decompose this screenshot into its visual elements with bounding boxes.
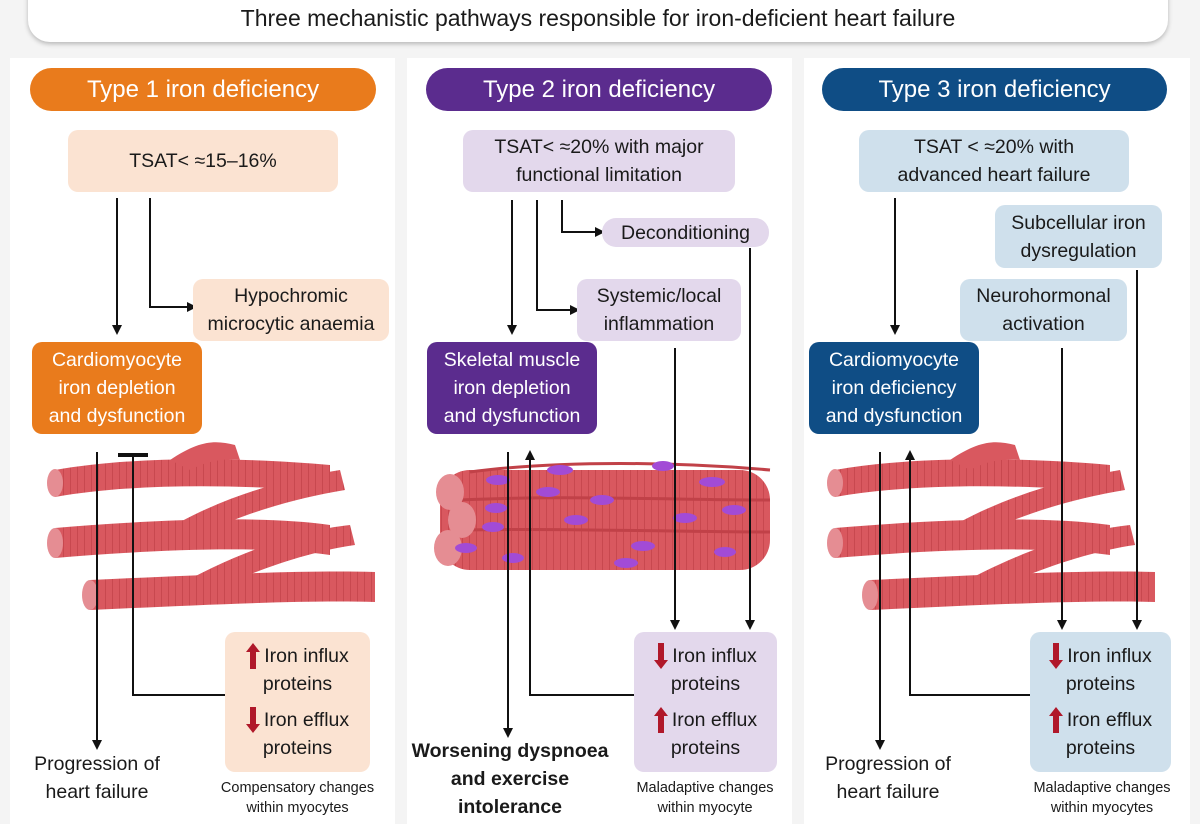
type3-header: Type 3 iron deficiency [822, 68, 1167, 111]
type2-influx-label2: proteins [670, 673, 741, 695]
type2-inflammation-box: Systemic/local inflammation [577, 279, 741, 341]
type1-efflux-row: Iron efflux [245, 706, 350, 734]
type1-tsat-text: TSAT< ≈15–16% [129, 150, 277, 172]
type1-cardio-line2: iron depletion [58, 377, 176, 399]
type2-inflammation-line1: Systemic/local [596, 285, 722, 307]
type3-cardiomyocyte-box: Cardiomyocyte iron deficiency and dysfun… [809, 342, 979, 434]
type3-outcome-line2: heart failure [836, 781, 940, 803]
type3-efflux-label: Iron efflux [1066, 709, 1153, 731]
type3-influx-row: Iron influx [1049, 642, 1152, 670]
type2-caption-line1: Maladaptive changes [636, 780, 774, 796]
muscle-fibres-type1-icon [47, 442, 375, 610]
type3-proteins-box: Iron influx proteins Iron efflux protein… [1030, 632, 1171, 772]
type2-caption-line2: within myocyte [657, 800, 753, 816]
type2-skeletal-line1: Skeletal muscle [443, 349, 581, 371]
type2-outcome-line2: and exercise [450, 768, 570, 790]
up-arrow-icon [246, 643, 261, 669]
type3-efflux-row: Iron efflux [1048, 706, 1153, 734]
type2-tsat-line1: TSAT< ≈20% with major [494, 136, 704, 158]
type2-skeletal-box: Skeletal muscle iron depletion and dysfu… [427, 342, 597, 434]
type1-anaemia-line1: Hypochromic [234, 285, 348, 307]
type2-outcome: Worsening dyspnoea and exercise intolera… [405, 737, 615, 821]
type1-cardio-line3: and dysfunction [48, 405, 186, 427]
type2-skeletal-line3: and dysfunction [443, 405, 581, 427]
type3-tsat-line2: advanced heart failure [897, 164, 1091, 186]
type1-outcome-line1: Progression of [34, 753, 160, 775]
type3-outcome-line1: Progression of [825, 753, 951, 775]
type1-efflux-label2: proteins [262, 737, 333, 759]
type2-efflux-label2: proteins [670, 737, 741, 759]
type1-outcome: Progression of heart failure [22, 750, 172, 806]
type1-caption: Compensatory changes within myocytes [200, 778, 395, 818]
type1-caption-line2: within myocytes [246, 800, 349, 816]
type2-efflux-row: Iron efflux [653, 706, 758, 734]
type3-subcellular-line2: dysregulation [1020, 239, 1137, 262]
type3-influx-label: Iron influx [1067, 645, 1152, 667]
type2-influx-label: Iron influx [672, 645, 757, 667]
type2-deconditioning-box: Deconditioning [602, 218, 769, 247]
type2-outcome-line1: Worsening dyspnoea [411, 740, 609, 762]
arrows-type2 [503, 200, 755, 738]
arrows-type3 [875, 198, 1142, 750]
type3-neuro-line2: activation [1002, 313, 1085, 335]
type2-inflammation-line2: inflammation [603, 313, 715, 335]
type1-cardiomyocyte-box: Cardiomyocyte iron depletion and dysfunc… [32, 342, 202, 434]
type3-neuro-box: Neurohormonal activation [960, 279, 1127, 341]
type3-subcellular-box: Subcellular iron dysregulation [995, 205, 1162, 268]
up-arrow-icon [1048, 707, 1063, 733]
type1-efflux-label: Iron efflux [263, 709, 350, 731]
type1-header: Type 1 iron deficiency [30, 68, 376, 111]
type2-proteins-box: Iron influx proteins Iron efflux protein… [634, 632, 777, 772]
type3-caption-line1: Maladaptive changes [1033, 780, 1171, 796]
type1-influx-label2: proteins [262, 673, 333, 695]
type3-outcome: Progression of heart failure [813, 750, 963, 806]
type3-tsat-box: TSAT < ≈20% with advanced heart failure [859, 130, 1129, 192]
arrows-type1 [92, 198, 225, 750]
type2-tsat-box: TSAT< ≈20% with major functional limitat… [463, 130, 735, 192]
type3-cardio-line3: and dysfunction [825, 405, 963, 427]
type2-header: Type 2 iron deficiency [426, 68, 772, 111]
type2-influx-row: Iron influx [654, 642, 757, 670]
type3-caption-line2: within myocytes [1050, 800, 1154, 816]
type1-caption-line1: Compensatory changes [220, 780, 375, 796]
type2-deconditioning-text: Deconditioning [620, 221, 750, 244]
type3-cardio-line2: iron deficiency [831, 377, 957, 399]
type1-tsat-box: TSAT< ≈15–16% [68, 130, 338, 192]
type1-anaemia-box: Hypochromic microcytic anaemia [193, 279, 389, 341]
figure-title: Three mechanistic pathways responsible f… [28, 0, 1168, 42]
type3-efflux-label2: proteins [1065, 737, 1136, 759]
type1-influx-label: Iron influx [264, 645, 349, 667]
type1-outcome-line2: heart failure [45, 781, 149, 803]
muscle-fibres-type3-icon [827, 442, 1155, 610]
type1-cardio-line1: Cardiomyocyte [51, 349, 183, 371]
down-arrow-icon [654, 643, 669, 669]
skeletal-muscle-bundle-icon [434, 461, 771, 570]
type3-tsat-line1: TSAT < ≈20% with [913, 136, 1075, 158]
type2-skeletal-line2: iron depletion [453, 377, 571, 399]
type2-efflux-label: Iron efflux [671, 709, 758, 731]
type1-influx-row: Iron influx [246, 642, 349, 670]
down-arrow-icon [1049, 643, 1064, 669]
type2-outcome-line3: intolerance [457, 796, 563, 818]
type1-anaemia-line2: microcytic anaemia [207, 313, 375, 335]
type2-tsat-line2: functional limitation [516, 164, 682, 186]
down-arrow-icon [245, 707, 260, 733]
type1-proteins-box: Iron influx proteins Iron efflux protein… [225, 632, 370, 772]
up-arrow-icon [653, 707, 668, 733]
type3-caption: Maladaptive changes within myocytes [1012, 778, 1192, 818]
type3-influx-label2: proteins [1065, 673, 1136, 695]
type3-cardio-line1: Cardiomyocyte [828, 349, 960, 371]
type3-neuro-line1: Neurohormonal [976, 285, 1111, 307]
type2-caption: Maladaptive changes within myocyte [615, 778, 795, 818]
type3-subcellular-line1: Subcellular iron [1011, 211, 1146, 234]
